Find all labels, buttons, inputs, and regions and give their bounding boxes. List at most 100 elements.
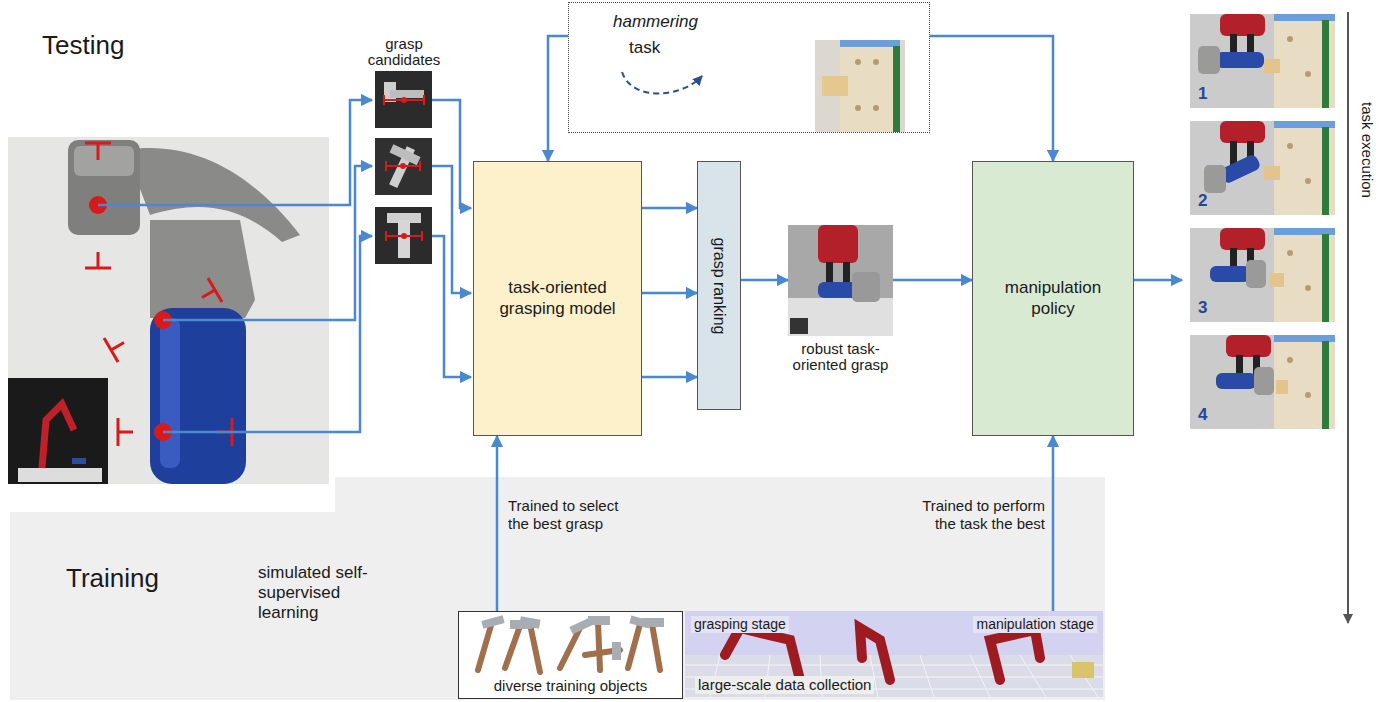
connector-arrow (548, 36, 568, 161)
execution-photos (1190, 12, 1348, 623)
node-text: task-oriented grasping model (484, 278, 631, 319)
task-photo-part (873, 59, 879, 65)
candidate-leader-lines-part (163, 166, 372, 320)
connector-arrow (893, 279, 972, 282)
hammer-photo-part (8, 378, 108, 484)
execution-photos-part-part (1190, 14, 1335, 108)
hammer-photo-part (150, 308, 246, 484)
execution-photos-part (1347, 12, 1349, 623)
connector-arrow (741, 279, 788, 282)
hammer-photo-part (150, 220, 255, 318)
task-photo-part (622, 72, 702, 94)
hammer-photo-part (42, 404, 74, 468)
hammer-photo-part (74, 146, 134, 176)
execution-photos-part-part (1190, 121, 1335, 215)
grasp-candidate-thumbnails (375, 71, 432, 264)
training-band-ground (10, 477, 1105, 700)
execution-photos-part-part (1216, 373, 1256, 389)
hammer-photo-part-part (85, 143, 111, 160)
grasp-photo-image-part (788, 298, 893, 336)
grasp-candidate-thumbnails-part-part (386, 161, 420, 171)
node-text: simulated self-supervised learning (258, 563, 403, 623)
task-photo (622, 40, 905, 132)
connector-arrow (642, 292, 697, 295)
node-text: manipulation stage (973, 616, 1097, 633)
execution-photos-part-part (1220, 228, 1265, 250)
edge-label: Trained to select the best grasp (508, 497, 633, 533)
grasp-candidate-thumbnails-part (400, 163, 406, 169)
execution-photos-part-part (1274, 121, 1335, 128)
grasp-candidate-thumbnails-part (398, 220, 410, 258)
execution-photos-part-part (1305, 178, 1311, 184)
task-photo-part (855, 105, 861, 111)
connector-arrow (642, 376, 697, 379)
execution-photos-part-part (1305, 285, 1311, 291)
step-number: 1 (1198, 84, 1207, 104)
execution-photos-part-part (1287, 357, 1293, 363)
execution-photos-part-part (1287, 250, 1293, 256)
training-objects-image-part-part (478, 622, 492, 670)
grasp-candidate-thumbnails-part (375, 71, 432, 128)
grasp-photo: robust task-oriented grasp (788, 225, 893, 390)
task-photo-part (855, 59, 861, 65)
task-photo-part (815, 40, 905, 132)
execution-photos-part-part (1270, 273, 1284, 287)
candidate-leader-lines-part (98, 100, 372, 205)
training-objects-image-part-part (652, 624, 660, 670)
execution-photos-part-part (1322, 127, 1329, 215)
training-objects-image-part-part (612, 642, 621, 660)
execution-photos-part (1190, 228, 1335, 322)
candidate-leader-lines-part (432, 236, 471, 377)
execution-photos-part-part (1322, 20, 1329, 108)
training-objects-image-part-part (519, 616, 540, 628)
simulation-images (685, 611, 1103, 697)
hammer-photo-part (72, 458, 86, 464)
section-heading: Testing (42, 30, 124, 61)
candidate-leader-lines-part (432, 166, 471, 293)
execution-photos-part-part (1274, 228, 1335, 235)
execution-photos-part-part (1274, 335, 1335, 342)
simulation-images-part-part (725, 628, 800, 680)
connector-arrow (1052, 436, 1055, 611)
grasp-photo-image-part (818, 225, 858, 263)
execution-photos-part-part (1287, 143, 1293, 149)
execution-photos-part-part (1216, 52, 1264, 68)
process-box: manipulation policy (972, 161, 1134, 436)
task-photo-part (893, 46, 900, 132)
hammer-photo-part (85, 143, 232, 446)
hammer-photo-part (125, 148, 300, 242)
grasp-photo-image-part (790, 318, 808, 334)
grasp-candidate-thumbnails-part (375, 207, 432, 264)
training-objects-image-part-part (588, 616, 610, 625)
execution-photos-part-part (1264, 59, 1280, 73)
task-photo-part (840, 46, 900, 132)
execution-photos-part (1190, 121, 1335, 215)
candidate-leader-lines-part (1134, 279, 1182, 282)
grasp-candidate-thumbnails-part-part (384, 95, 424, 105)
training-objects-image-part (478, 622, 660, 672)
simulation-images-part-part (860, 628, 890, 680)
step-number: 4 (1198, 405, 1207, 425)
node-text: large-scale data collection (695, 676, 874, 694)
sim-panel: grasping stage manipulation stage large-sc… (685, 611, 1103, 697)
execution-photos-part (1190, 14, 1335, 108)
execution-photos-part-part (1226, 335, 1271, 357)
grasp-candidate-thumbnails-part (375, 138, 432, 195)
hammer-photo-part (68, 140, 140, 235)
column-heading: grasp candidates (359, 36, 449, 68)
step-number: 2 (1198, 191, 1207, 211)
training-objects-image-part (481, 615, 664, 660)
node-text: grasping stage (691, 616, 789, 633)
grasp-photo-image-part (852, 272, 880, 302)
grasp-candidate-thumbnails-part (384, 95, 424, 241)
execution-photos-part-part (1274, 127, 1335, 215)
objects-box: diverse training objects (458, 611, 683, 699)
execution-photos-part-part (1198, 46, 1220, 74)
training-objects-image-part-part (505, 626, 520, 668)
grasp-photo-image (788, 225, 893, 336)
execution-photos-part-part (1254, 367, 1274, 395)
execution-photos-part-part (1322, 341, 1329, 429)
training-objects-image-part-part (628, 624, 640, 668)
step-number: 3 (1198, 298, 1207, 318)
